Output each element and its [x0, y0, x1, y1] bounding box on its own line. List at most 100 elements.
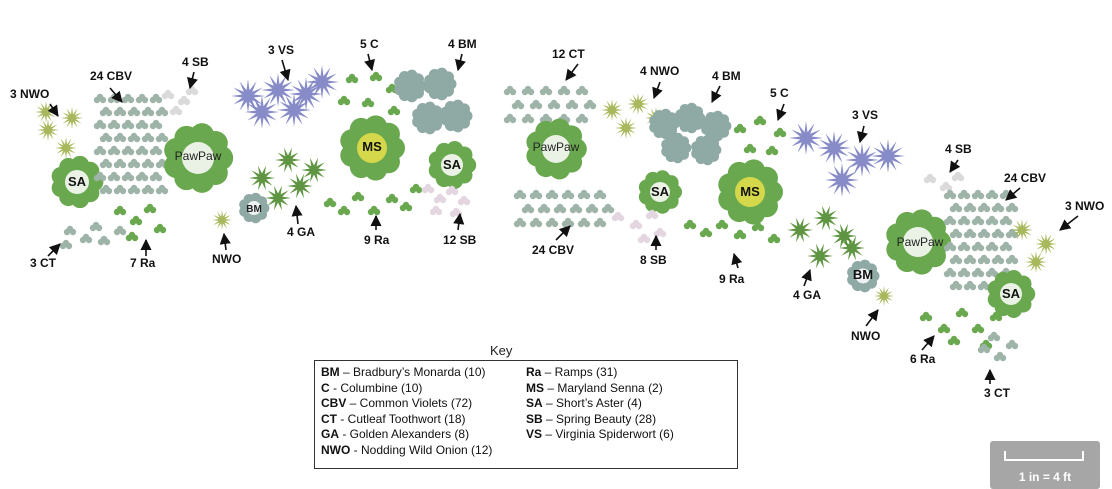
leaf [580, 189, 588, 197]
common-violet [577, 217, 591, 228]
leaf [144, 132, 152, 140]
common-violet [999, 189, 1013, 200]
key-description: - Golden Alexanders (8) [339, 427, 470, 441]
leaf [116, 106, 124, 114]
label-4-bm-2: 4 BM [712, 69, 741, 83]
common-violet [155, 132, 169, 143]
leaf [958, 307, 966, 315]
leaf [718, 219, 726, 227]
leaf [564, 217, 572, 225]
leaf [96, 119, 104, 127]
common-violet [943, 267, 957, 278]
common-violet [513, 217, 527, 228]
bradburys-monarda [239, 192, 270, 224]
leaf [158, 184, 166, 192]
leaf [524, 203, 532, 211]
spring-beauty [457, 195, 471, 206]
leaf [614, 211, 622, 219]
spring-beauty [421, 183, 435, 194]
virginia-spiderwort [231, 79, 265, 113]
leaf [560, 85, 568, 93]
key-item: SB – Spring Beauty (28) [526, 412, 674, 428]
common-violet [561, 217, 575, 228]
leaf [994, 254, 1002, 262]
common-violet [93, 93, 107, 104]
sa-label-1: SA [68, 174, 87, 189]
columbine [765, 145, 779, 156]
label-24-cbv: 24 CBV [90, 69, 132, 83]
nodding-wild-onion [1011, 219, 1033, 241]
key-code: BM [321, 365, 340, 379]
common-violet [963, 254, 977, 265]
common-violet [121, 119, 135, 130]
label-8-sb: 8 SB [640, 253, 667, 267]
common-violet [971, 215, 985, 226]
common-violet [113, 106, 127, 117]
cutleaf-toothwort [575, 113, 589, 124]
label-4-ga: 4 GA [287, 225, 315, 239]
common-violet [949, 280, 963, 291]
leaf [1008, 202, 1016, 210]
key-code: CBV [321, 396, 347, 410]
leaf [1002, 215, 1010, 223]
ramp [937, 323, 951, 334]
key-code: SA [526, 396, 543, 410]
common-violet [991, 202, 1005, 213]
golden-alexanders [839, 235, 865, 261]
leaf [966, 254, 974, 262]
leaf [372, 71, 380, 79]
key-description: - Columbine (10) [329, 380, 423, 395]
key-item: MS – Maryland Senna (2) [526, 381, 674, 397]
key-item: C - Columbine (10) [321, 381, 492, 397]
leaf [460, 195, 468, 203]
common-violet [545, 189, 559, 200]
common-violet [127, 158, 141, 169]
nodding-wild-onion [61, 107, 83, 129]
spring-beauty [185, 85, 199, 96]
label-arrow [865, 309, 879, 327]
leaf [506, 113, 514, 121]
leaf [990, 331, 998, 339]
leaf [180, 95, 188, 103]
leaf [130, 184, 138, 192]
cutleaf-toothwort [97, 235, 111, 246]
leaf [736, 123, 744, 131]
leaf [960, 267, 968, 275]
label-arrow [555, 225, 571, 241]
leaf [556, 203, 564, 211]
nodding-wild-onion [601, 99, 623, 121]
common-violet [963, 202, 977, 213]
leaf [560, 113, 568, 121]
label-3-nwo-right: 3 NWO [1065, 199, 1104, 213]
common-violet [537, 203, 551, 214]
common-violet [601, 203, 615, 214]
common-violet [155, 184, 169, 195]
label-6-ra: 6 Ra [910, 352, 936, 366]
center-spot [903, 227, 933, 257]
common-violet [949, 254, 963, 265]
common-violet [1005, 254, 1019, 265]
leaf [158, 132, 166, 140]
leaf [152, 93, 160, 101]
nodding-wild-onion [55, 137, 77, 159]
leaf [62, 239, 70, 247]
bradburys-monarda [424, 67, 457, 101]
common-violet [93, 119, 107, 130]
leaf [980, 202, 988, 210]
leaf [1008, 254, 1016, 262]
label-arrow [219, 232, 231, 251]
nodding-wild-onion [1025, 251, 1047, 273]
label-3-nwo: 3 NWO [10, 87, 49, 101]
cutleaf-toothwort [503, 85, 517, 96]
ramp [367, 205, 381, 216]
columbine [345, 73, 359, 84]
spring-beauty [923, 173, 937, 184]
leaf [746, 143, 754, 151]
label-arrow [857, 125, 868, 144]
leaf [992, 311, 1000, 319]
common-violet [107, 171, 121, 182]
ms-label-1: MS [362, 139, 382, 154]
common-violet [135, 119, 149, 130]
leaf [974, 189, 982, 197]
